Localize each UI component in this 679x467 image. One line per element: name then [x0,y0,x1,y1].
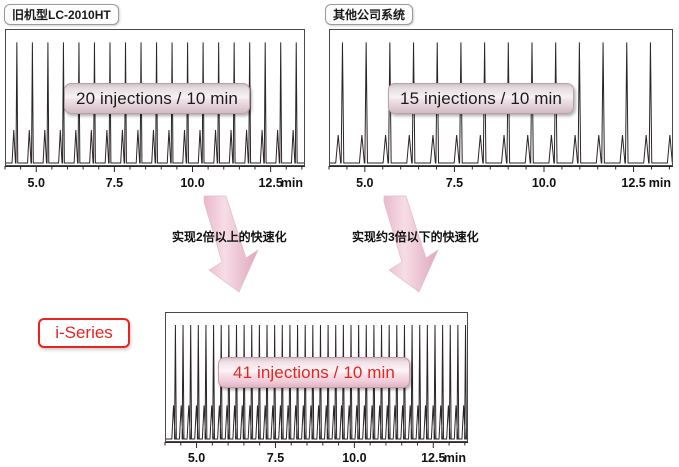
svg-text:10.0: 10.0 [180,176,204,190]
badge-old-model-label: 20 injections / 10 min [76,88,238,108]
badge-competitor-label: 15 injections / 10 min [400,88,562,108]
svg-text:12.5: 12.5 [621,176,645,190]
badge-i-series-label: 41 injections / 10 min [233,362,395,382]
svg-text:7.5: 7.5 [446,176,463,190]
badge-i-series-injections: 41 injections / 10 min [218,357,410,388]
svg-text:min: min [444,451,466,465]
svg-text:12.5: 12.5 [421,451,445,465]
badge-old-model-injections: 20 injections / 10 min [64,83,250,114]
svg-text:5.0: 5.0 [356,176,373,190]
svg-text:min: min [281,176,303,190]
svg-text:12.5: 12.5 [258,176,282,190]
speedup-arrow-left [196,195,262,293]
svg-text:7.5: 7.5 [106,176,123,190]
panel-title-old-model: 旧机型LC-2010HT [4,4,119,25]
speedup-caption-left: 实现2倍以上的快速化 [172,230,287,244]
svg-text:10.0: 10.0 [342,451,366,465]
svg-text:5.0: 5.0 [28,176,45,190]
panel-title-i-series: i-Series [38,318,130,348]
badge-competitor-injections: 15 injections / 10 min [388,83,574,114]
speedup-caption-right: 实现约3倍以下的快速化 [352,230,479,244]
svg-text:7.5: 7.5 [267,451,284,465]
x-axis-competitor: 5.0 7.5 10.0 12.5 min [328,166,673,192]
svg-text:5.0: 5.0 [188,451,205,465]
panel-title-competitor: 其他公司系统 [325,4,414,25]
svg-text:10.0: 10.0 [532,176,556,190]
speedup-arrow-right [376,195,442,293]
svg-text:min: min [649,176,671,190]
